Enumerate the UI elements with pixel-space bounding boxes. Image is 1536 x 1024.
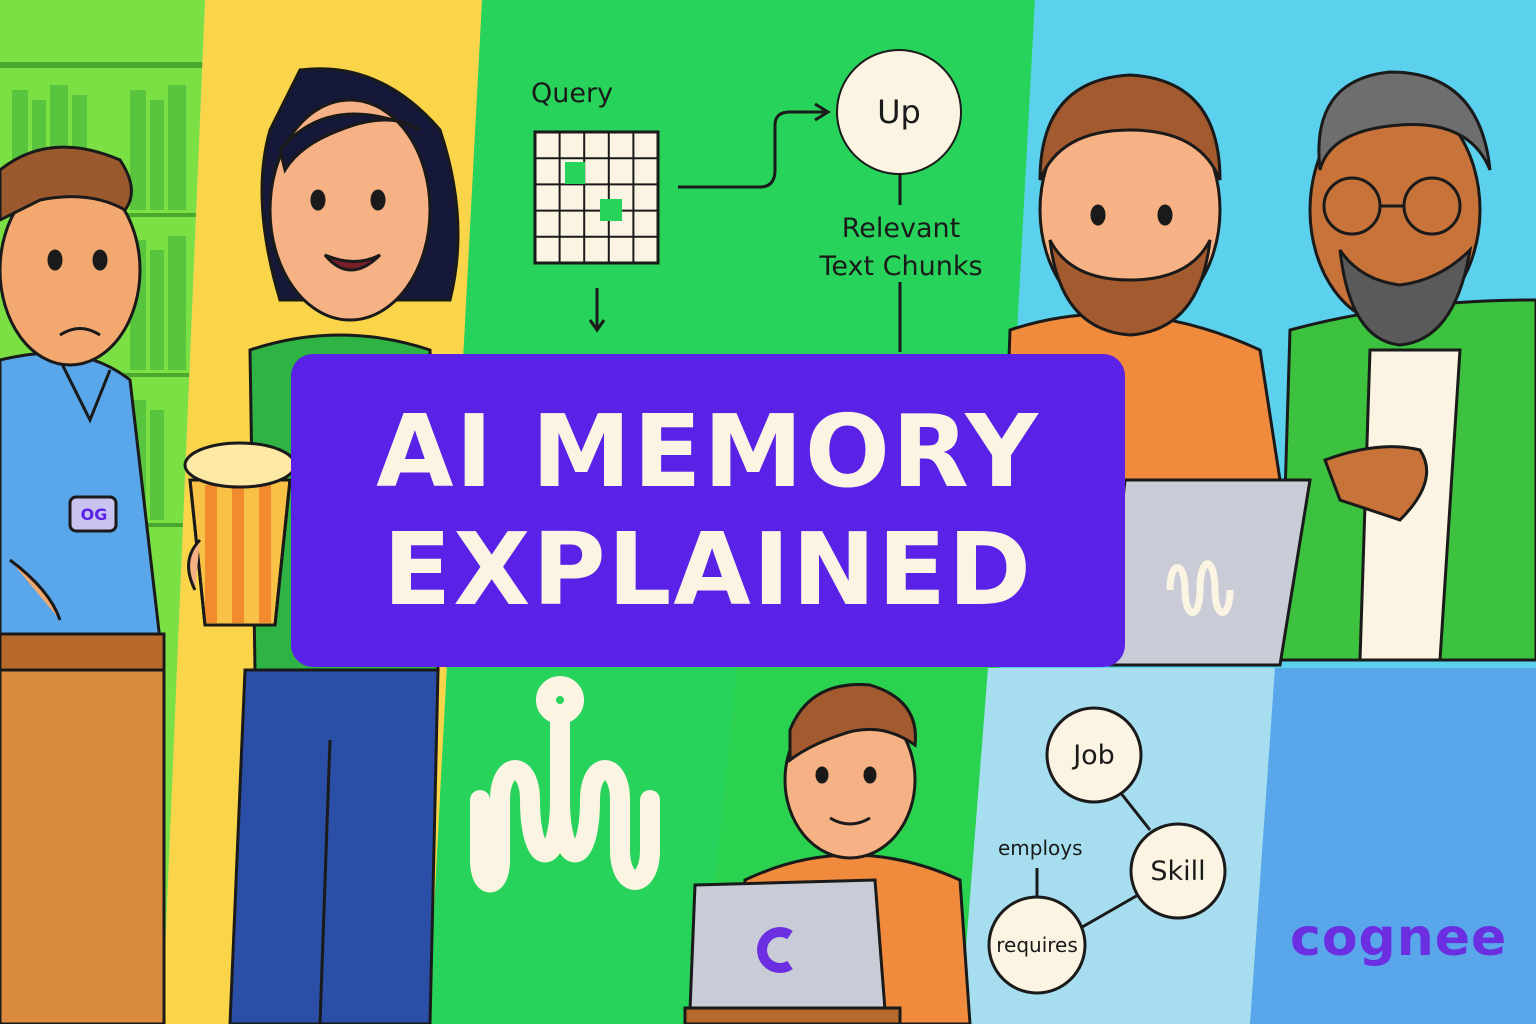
title-line-2: EXPLAINED [382, 510, 1034, 628]
young-man-with-laptop [683, 683, 972, 1024]
job-node-label: Job [1073, 739, 1115, 771]
title-line-1: AI MEMORY [376, 392, 1040, 510]
cognee-wordmark: cognee [1290, 908, 1508, 968]
requires-node [987, 895, 1087, 995]
title-banner: AI MEMORY EXPLAINED [291, 354, 1125, 667]
laptop-right [1103, 478, 1312, 667]
skill-node [1129, 822, 1227, 920]
name-badge: OG [80, 504, 108, 524]
employs-edge-label: employs [998, 836, 1083, 860]
query-label: Query [531, 78, 614, 109]
cognee-logo-icon [470, 676, 660, 893]
relevant-label-line2: Text Chunks [819, 251, 983, 282]
relevant-text-chunks-label: Relevant Text Chunks [808, 210, 994, 286]
up-node [836, 49, 962, 175]
knowledge-graph [987, 706, 1227, 995]
mid-blue-panel [1250, 668, 1536, 1024]
requires-node-label: requires [996, 933, 1078, 957]
flow-arrows [588, 102, 902, 352]
query-grid [533, 130, 660, 265]
relevant-label-line1: Relevant [841, 213, 961, 244]
up-label: Up [877, 93, 921, 131]
glasses-man [1278, 70, 1536, 662]
worried-man [0, 145, 166, 1024]
skill-node-label: Skill [1150, 855, 1206, 887]
job-node [1045, 706, 1143, 804]
